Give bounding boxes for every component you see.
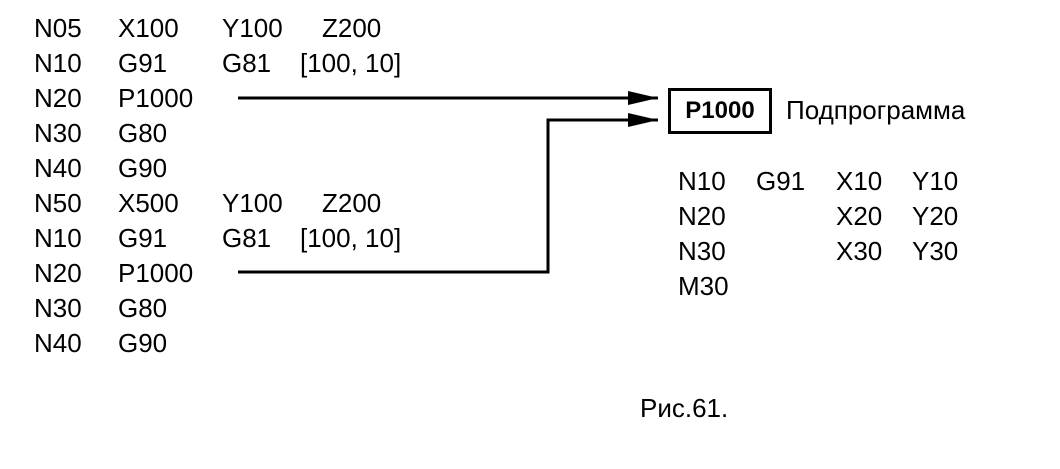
code-word: X10: [836, 166, 883, 196]
code-word: P1000: [118, 83, 194, 113]
code-word: Y100: [222, 188, 283, 218]
figure-caption: Рис.61.: [640, 393, 729, 423]
code-word: X100: [118, 13, 179, 43]
line-number: N20: [34, 83, 82, 113]
code-word: G90: [118, 153, 168, 183]
code-word: Y10: [912, 166, 959, 196]
line-number: N40: [34, 328, 82, 358]
code-word: P1000: [118, 258, 194, 288]
line-number: N05: [34, 13, 82, 43]
line-number: N10: [34, 48, 82, 78]
code-word: Y20: [912, 201, 959, 231]
code-word: G80: [118, 293, 168, 323]
line-number: N30: [34, 118, 82, 148]
code-word: Z200: [322, 13, 382, 43]
line-number: N30: [678, 236, 726, 266]
code-word: G81: [222, 223, 272, 253]
line-number: N10: [678, 166, 726, 196]
subprogram-label: Подпрограмма: [786, 95, 966, 125]
code-word: Y30: [912, 236, 959, 266]
line-number: N10: [34, 223, 82, 253]
line-number: N50: [34, 188, 82, 218]
call-arrow-2: [238, 113, 658, 274]
code-word: G91: [118, 48, 168, 78]
code-word: Y100: [222, 13, 283, 43]
code-word: [100, 10]: [300, 48, 402, 78]
code-word: G91: [756, 166, 806, 196]
subprogram-name-box: P1000: [668, 88, 772, 134]
code-word: G90: [118, 328, 168, 358]
line-number: M30: [678, 271, 729, 301]
subprogram-name: P1000: [685, 97, 755, 124]
code-word: Z200: [322, 188, 382, 218]
code-word: X20: [836, 201, 883, 231]
line-number: N20: [678, 201, 726, 231]
code-word: [100, 10]: [300, 223, 402, 253]
line-number: N40: [34, 153, 82, 183]
line-number: N30: [34, 293, 82, 323]
code-word: X500: [118, 188, 179, 218]
code-word: G91: [118, 223, 168, 253]
code-word: G81: [222, 48, 272, 78]
line-number: N20: [34, 258, 82, 288]
code-word: X30: [836, 236, 883, 266]
code-word: G80: [118, 118, 168, 148]
